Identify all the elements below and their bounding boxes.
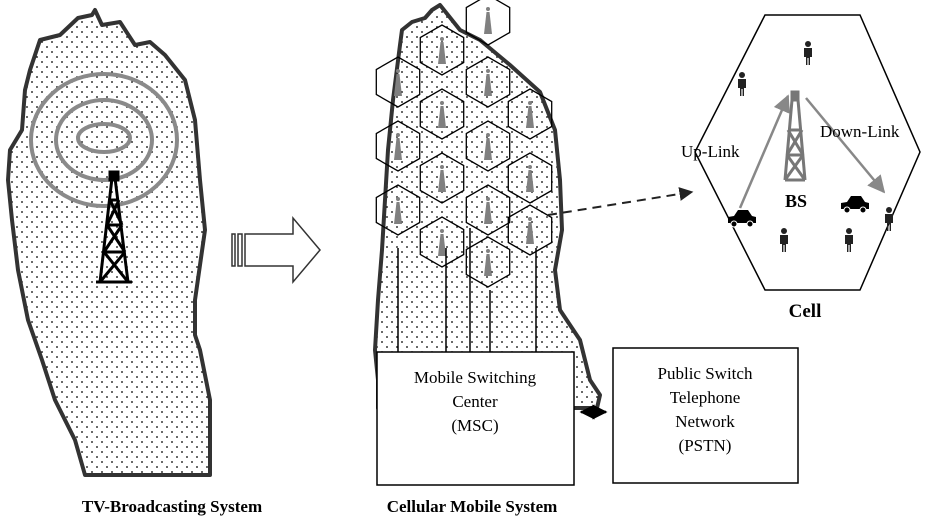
cell-hexagon-small — [465, 120, 511, 172]
msc-label-line3: (MSC) — [451, 416, 498, 435]
cell-hexagon-small — [507, 152, 553, 204]
msc-label-line2: Center — [452, 392, 498, 411]
cell-hexagon-small — [465, 0, 511, 46]
tower-icon — [96, 170, 132, 284]
uplink-label: Up-Link — [681, 142, 740, 161]
cell-hexagon-small — [375, 120, 421, 172]
pstn-box — [612, 347, 799, 484]
cell-hexagon-small — [465, 56, 511, 108]
cell-grid — [375, 0, 553, 288]
cell-hexagon-small — [375, 56, 421, 108]
downlink-label: Down-Link — [820, 122, 900, 141]
msc-wires — [397, 228, 537, 352]
pstn-label-line3: Network — [675, 412, 735, 431]
cell-hexagon-small — [419, 88, 465, 140]
msc-label-line1: Mobile Switching — [414, 368, 537, 387]
cell-hexagon-small — [419, 216, 465, 268]
cell-caption: Cell — [789, 301, 822, 322]
cell-hexagon-small — [507, 88, 553, 140]
cell-hexagon-small — [419, 24, 465, 76]
base-station-icon — [783, 90, 807, 182]
pstn-label-line4: (PSTN) — [679, 436, 732, 455]
msc-box — [376, 351, 575, 486]
tv-broadcasting-caption: TV-Broadcasting System — [82, 497, 262, 516]
cell-hexagon-small — [465, 236, 511, 288]
pstn-label-line2: Telephone — [670, 388, 741, 407]
pstn-label-line1: Public Switch — [658, 364, 753, 383]
cell-hexagon-small — [419, 152, 465, 204]
broadcast-rings — [29, 72, 179, 208]
cell-hexagon-small — [375, 184, 421, 236]
bs-label: BS — [785, 191, 807, 211]
cell-hexagon-small — [465, 184, 511, 236]
cell-hexagon-small — [507, 204, 553, 256]
cell-antenna-icon — [484, 7, 492, 34]
uplink-arrow — [738, 94, 790, 209]
downlink-arrow — [805, 97, 886, 194]
cellular-system-caption: Cellular Mobile System — [387, 497, 558, 516]
block-arrow-icon — [231, 215, 321, 285]
zoom-dashed-arrow — [547, 187, 694, 216]
